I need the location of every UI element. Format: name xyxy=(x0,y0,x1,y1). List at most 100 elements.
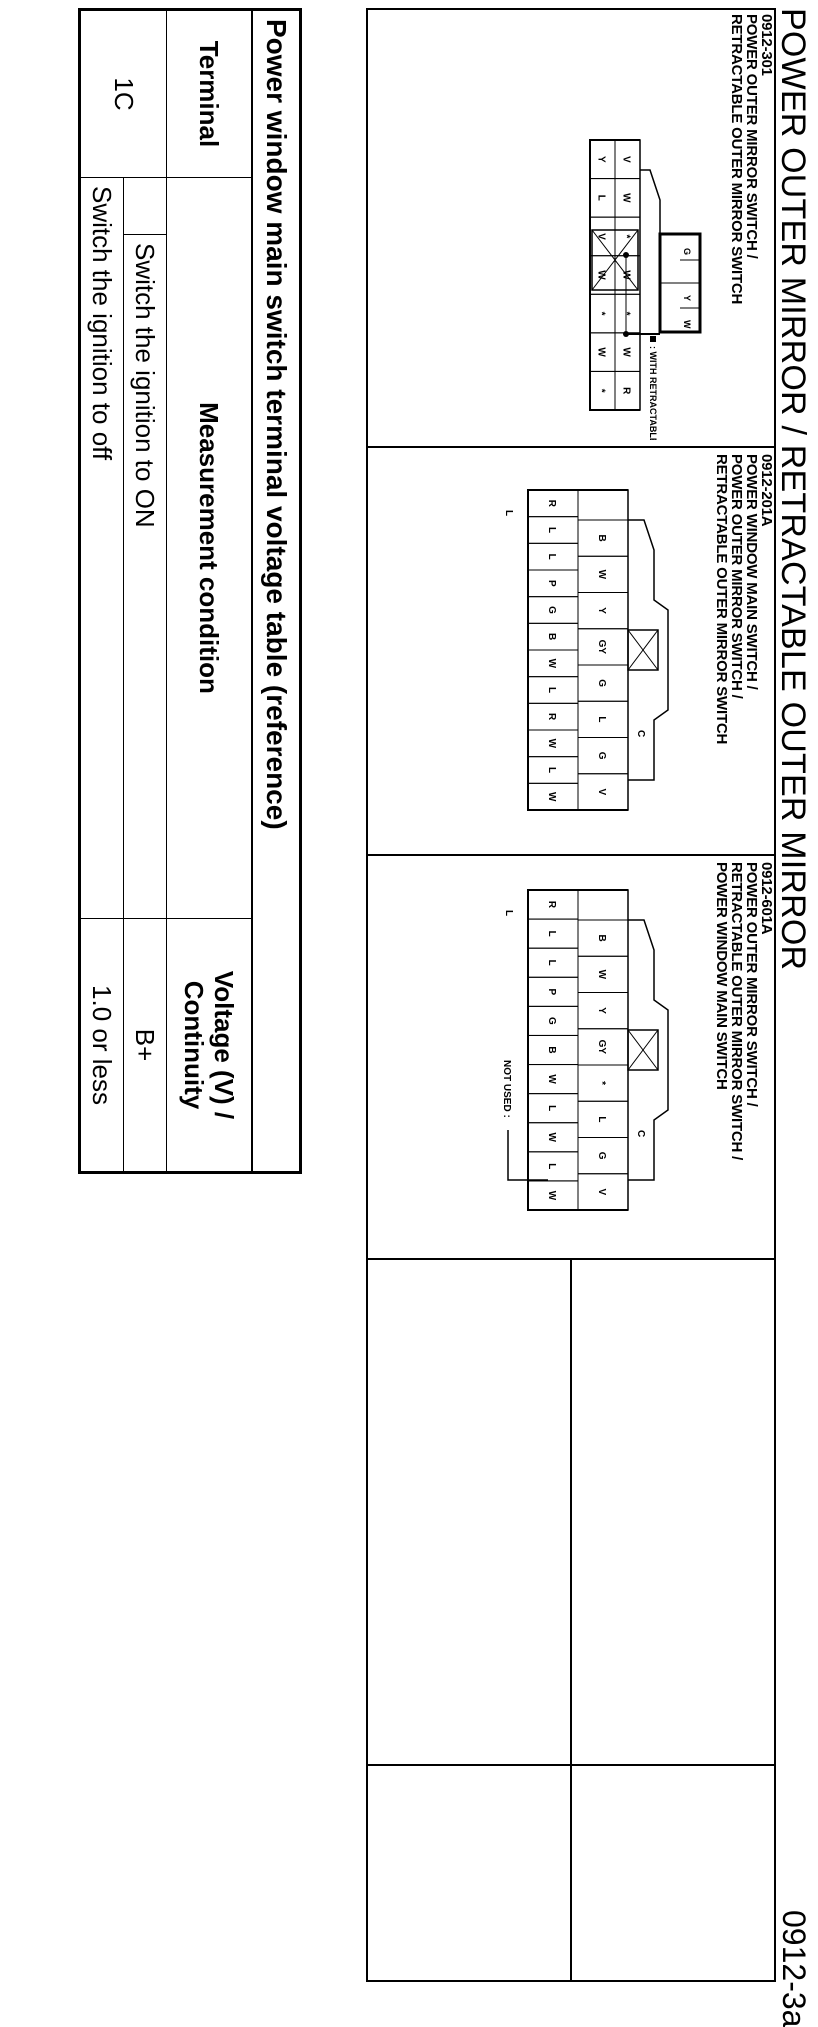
pin-601-bot-label: L xyxy=(546,1163,557,1169)
voltage-cell: 1.0 or less xyxy=(79,918,124,1173)
panel-3-line-3: POWER WINDOW MAIN SWITCH xyxy=(713,862,730,1090)
pin-301-bot-label: V xyxy=(596,233,607,240)
pin-201-bot-label: W xyxy=(546,792,557,802)
pin-301-t0: G xyxy=(682,248,692,255)
pin-601-top-label: L xyxy=(596,1116,607,1122)
label-c-601: C xyxy=(635,1130,646,1137)
pin-201-top-label: G xyxy=(596,679,607,687)
pin-201-top-label: Y xyxy=(596,607,607,614)
header-voltage: Voltage (V) / Continuity xyxy=(166,918,252,1173)
connector-0912-201a-grid: B W Y GY G L G V R L L P G B W L R W L W xyxy=(527,489,629,811)
pin-601-bot-label: W xyxy=(546,1133,557,1143)
pin-601-bot-label: P xyxy=(546,988,557,995)
panel-1-line-2: RETRACTABLE OUTER MIRROR SWITCH xyxy=(728,14,745,305)
header-terminal: Terminal xyxy=(166,9,252,178)
pin-601-top-label: GY xyxy=(596,1040,607,1055)
pin-301-t1: Y xyxy=(682,295,692,301)
pin-301-bot-label: * xyxy=(596,312,607,316)
pin-201-bot-label: L xyxy=(546,687,557,693)
label-c-201: C xyxy=(635,730,646,737)
panel-1-code: 0912-301 xyxy=(758,14,775,76)
pin-201-bot-label: W xyxy=(546,739,557,749)
pin-301-bot-label: L xyxy=(596,195,607,201)
pin-201-bot-label: R xyxy=(546,500,557,508)
connector-0912-601a-grid: B W Y GY * L G V R L L P G B W L W L W xyxy=(527,889,629,1211)
pin-201-top-label: G xyxy=(596,752,607,760)
pin-201-bot-label: P xyxy=(546,580,557,587)
terminal-cell: 1C xyxy=(79,9,167,178)
connector-0912-601a: B W Y GY * L G V R L L P G B W L W L W C L NOT USED : xyxy=(463,880,678,1240)
pin-301-mid-label: W xyxy=(621,347,632,357)
pin-301-mid-label: * xyxy=(621,234,632,238)
label-l-201: L xyxy=(503,510,514,516)
page-title: POWER OUTER MIRROR / RETRACTABLE OUTER M… xyxy=(774,8,812,971)
panel-3-caption: 0912-601A POWER OUTER MIRROR SWITCH / RE… xyxy=(713,862,775,1161)
condition-cell: Switch the ignition to off xyxy=(79,177,124,919)
voltage-cell: B+ xyxy=(123,918,167,1173)
panel-2-line-2: POWER OUTER MIRROR SWITCH / xyxy=(728,454,745,699)
pin-601-bot-label: R xyxy=(546,901,557,909)
divider xyxy=(570,1260,572,1982)
pin-601-bot-label: W xyxy=(546,1191,557,1201)
pin-301-bot-cell xyxy=(589,370,616,411)
panel-1-line-1: POWER OUTER MIRROR SWITCH / xyxy=(743,14,760,259)
label-l-601: L xyxy=(503,910,514,916)
panel-2-caption: 0912-201A POWER WINDOW MAIN SWITCH / POW… xyxy=(713,454,775,745)
spacer-cell xyxy=(123,177,167,235)
panel-2-line-1: POWER WINDOW MAIN SWITCH / xyxy=(743,454,760,690)
pin-201-bot-label: L xyxy=(546,554,557,560)
pin-201-top-label: GY xyxy=(596,640,607,655)
pin-201-bot-label: L xyxy=(546,767,557,773)
pin-301-bot-label: W xyxy=(596,270,607,280)
pin-201-top-label: V xyxy=(596,789,607,796)
pin-301-bot-label: W xyxy=(596,347,607,357)
panel-1-caption: 0912-301 POWER OUTER MIRROR SWITCH / RET… xyxy=(728,14,775,305)
pin-301-mid-label: R xyxy=(621,387,632,395)
pin-201-bot-label: W xyxy=(546,659,557,669)
pin-601-top-label: W xyxy=(596,970,607,980)
pin-201-top-label: W xyxy=(596,570,607,580)
pin-301-mid-label: W xyxy=(621,193,632,203)
pin-601-bot-label: B xyxy=(546,1046,557,1053)
pin-601-bot-label: L xyxy=(546,1105,557,1111)
pin-201-top-label: B xyxy=(596,535,607,542)
not-used-note: NOT USED : xyxy=(501,1060,512,1118)
pin-601-bot-label: L xyxy=(546,960,557,966)
pin-601-bot-cell xyxy=(527,1180,579,1211)
pin-601-top-label: B xyxy=(596,935,607,942)
pin-601-bot-label: W xyxy=(546,1074,557,1084)
pin-601-bot-label: G xyxy=(546,1017,557,1025)
pin-201-bot-label: B xyxy=(546,633,557,640)
panel-2-line-3: RETRACTABLE OUTER MIRROR SWITCH xyxy=(713,454,730,745)
table-row: Switch the ignition to off 1.0 or less xyxy=(79,10,124,1173)
condition-cell: Switch the ignition to ON xyxy=(123,234,167,919)
pin-601-bot-label: L xyxy=(546,931,557,937)
pin-201-bot-label: G xyxy=(546,606,557,614)
pin-601-top-label: Y xyxy=(596,1007,607,1014)
panel-3-line-2: RETRACTABLE OUTER MIRROR SWITCH / xyxy=(728,862,745,1161)
table-row: 1C Switch the ignition to ON B+ xyxy=(79,9,167,1173)
pin-201-top-label: L xyxy=(596,716,607,722)
pin-601-top-label: V xyxy=(596,1189,607,1196)
header-condition: Measurement condition xyxy=(166,177,252,919)
pin-301-mid-label: V xyxy=(621,156,632,163)
panel-3-code: 0912-601A xyxy=(758,862,775,935)
connector-0912-201a: B W Y GY G L G V R L L P G B W L R W L W C L xyxy=(463,480,678,840)
panel-3-line-1: POWER OUTER MIRROR SWITCH / xyxy=(743,862,760,1107)
pin-301-bot-label: * xyxy=(596,389,607,393)
retractable-note: : WITH RETRACTABLE OUTER MIRROR xyxy=(648,346,658,440)
page-code: 0912-3a xyxy=(776,1910,812,2027)
pin-201-bot-label: L xyxy=(546,527,557,533)
voltage-table: Power window main switch terminal voltag… xyxy=(78,8,302,1174)
pin-301-t2: W xyxy=(682,320,692,329)
panel-2-code: 0912-201A xyxy=(758,454,775,527)
pin-601-top-label: G xyxy=(596,1152,607,1160)
pin-201-bot-cell xyxy=(527,782,579,811)
table-title: Power window main switch terminal voltag… xyxy=(252,9,301,1173)
pin-301-bot-label: Y xyxy=(596,156,607,163)
pin-601-top-label: * xyxy=(596,1081,607,1085)
pin-201-bot-label: R xyxy=(546,713,557,721)
